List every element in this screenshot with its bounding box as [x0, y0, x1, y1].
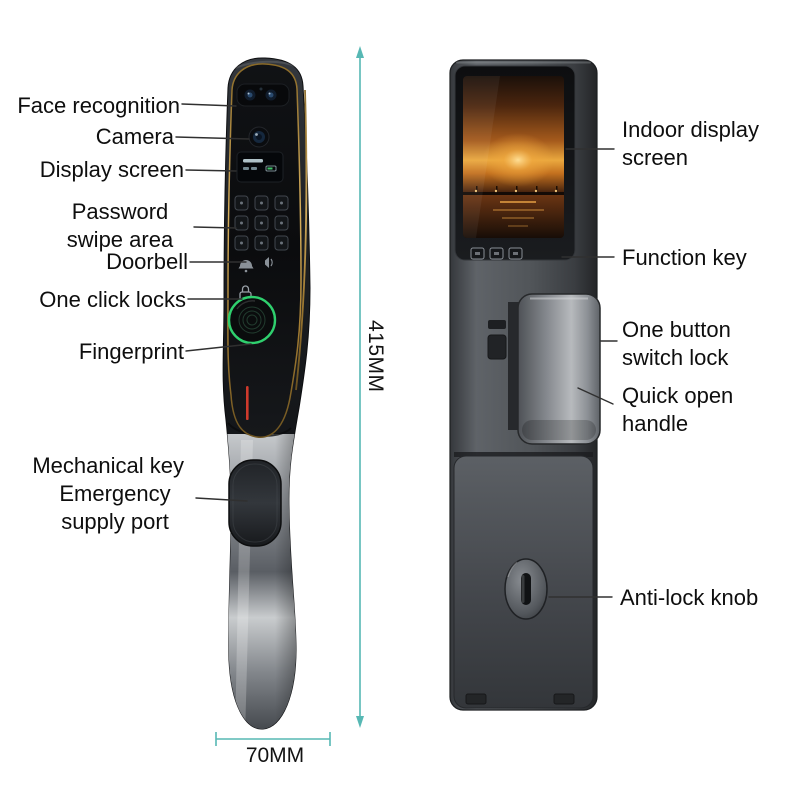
label-mechanical-key: Mechanical key — [32, 453, 184, 478]
dimension-height — [356, 46, 364, 728]
panel-glint — [234, 60, 296, 69]
leader-fingerprint — [185, 343, 252, 352]
handle-bottom-shade — [522, 420, 596, 440]
label-display-screen: Display screen — [39, 157, 184, 182]
leader-lines — [175, 103, 618, 598]
label-emergency-supply-port: Emergency supply port — [59, 481, 171, 535]
dimension-width — [215, 732, 331, 746]
leader-display-screen — [185, 169, 237, 172]
dimension-height-label: 415MM — [364, 320, 387, 393]
anti-lock-knob — [504, 558, 548, 620]
face-recognition-module — [236, 83, 290, 107]
mini-display-screen — [236, 151, 284, 183]
label-face-recognition: Face recognition — [17, 93, 180, 118]
lock-mechanism-slots — [487, 320, 507, 360]
indoor-lock-illustration — [449, 59, 601, 711]
quick-open-handle — [508, 293, 601, 445]
password-keypad — [234, 195, 289, 251]
fingerprint-sensor — [227, 295, 277, 345]
label-function-key: Function key — [622, 245, 747, 270]
function-keys — [470, 247, 523, 260]
label-password-swipe-area: Password swipe area — [66, 199, 174, 253]
label-fingerprint: Fingerprint — [78, 339, 184, 364]
panel-top-highlight — [456, 61, 591, 64]
speaker-icon — [265, 257, 273, 268]
label-quick-open-handle: Quick open handle — [622, 383, 734, 437]
leader-face-recognition — [181, 103, 237, 107]
key-cover-plate — [228, 459, 282, 547]
leader-quick-open-handle — [577, 387, 614, 405]
front-lock-illustration — [222, 57, 311, 730]
indicator-light — [246, 386, 249, 420]
sunset-glow — [482, 133, 554, 187]
mounting-feet — [465, 693, 575, 705]
label-one-click-locks: One click locks — [39, 287, 186, 312]
label-one-button-switch-lock: One button switch lock — [622, 317, 731, 371]
leader-emergency-supply-port — [195, 497, 248, 502]
bridge-silhouette — [463, 186, 564, 195]
screen-gloss — [463, 76, 500, 238]
camera-lens — [248, 126, 270, 148]
dimension-width-label: 70MM — [245, 744, 305, 767]
water-reflections — [493, 201, 544, 227]
label-indoor-display-screen: Indoor display screen — [622, 117, 759, 171]
leader-camera — [175, 136, 250, 140]
leader-password-swipe-area — [193, 226, 237, 229]
indoor-display-screen — [463, 76, 564, 238]
label-camera: Camera — [95, 124, 174, 149]
label-anti-lock-knob: Anti-lock knob — [620, 585, 759, 610]
gold-trim-accent — [295, 89, 308, 391]
label-doorbell: Doorbell — [106, 249, 188, 274]
